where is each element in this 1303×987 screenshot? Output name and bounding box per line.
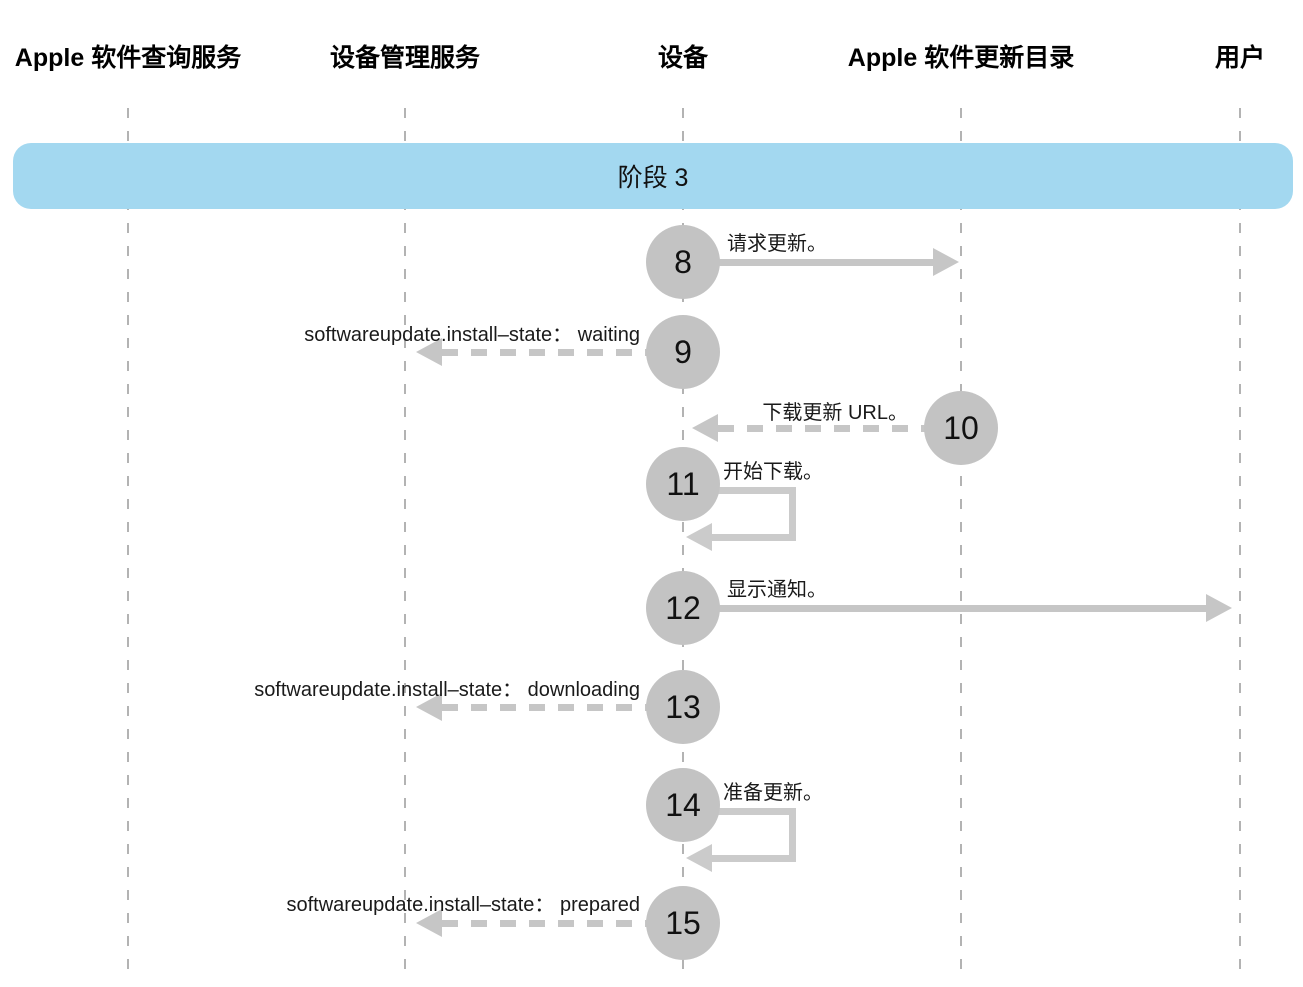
- step-11-circle: 11: [646, 447, 720, 521]
- step-9-circle: 9: [646, 315, 720, 389]
- step-8-message-label: 请求更新。: [727, 233, 827, 255]
- step-9-arrow: [442, 349, 647, 356]
- step-13-arrow: [442, 704, 647, 711]
- step-10-arrow: [718, 425, 925, 432]
- step-9-arrowhead-icon: [416, 338, 442, 366]
- step-12-arrow: [713, 605, 1207, 612]
- lane-header-user: 用户: [1214, 44, 1266, 72]
- lifeline-user: [1239, 108, 1241, 972]
- step-12-circle: 12: [646, 571, 720, 645]
- phase-banner-label: 阶段 3: [617, 164, 689, 192]
- step-13-arrowhead-icon: [416, 693, 442, 721]
- step-15-circle: 15: [646, 886, 720, 960]
- step-12-arrowhead-icon: [1206, 594, 1232, 622]
- step-11-message-label: 开始下载。: [723, 461, 823, 483]
- step-10-message-label: 下载更新 URL。: [762, 402, 908, 424]
- lifeline-apple-software-update-catalog: [960, 108, 962, 972]
- lifeline-device-management-service: [404, 108, 406, 972]
- step-15-arrowhead-icon: [416, 909, 442, 937]
- step-8-circle: 8: [646, 225, 720, 299]
- step-10-circle: 10: [924, 391, 998, 465]
- step-14-circle: 14: [646, 768, 720, 842]
- step-11-arrowhead-icon: [686, 523, 712, 551]
- step-9-message-label: softwareupdate.install–state： waiting: [304, 324, 640, 346]
- step-8-arrowhead-icon: [933, 248, 959, 276]
- lane-header-device: 设备: [657, 44, 709, 72]
- step-8-arrow: [713, 259, 934, 266]
- step-14-self-loop: [697, 808, 796, 862]
- phase-banner: 阶段 3: [13, 143, 1293, 209]
- step-15-message-label: softwareupdate.install–state： prepared: [286, 894, 640, 916]
- lane-header-apple-software-update-catalog: Apple 软件更新目录: [847, 44, 1075, 72]
- step-15-arrow: [442, 920, 647, 927]
- lifeline-apple-software-lookup-service: [127, 108, 129, 972]
- step-10-arrowhead-icon: [692, 414, 718, 442]
- lane-header-apple-software-lookup-service: Apple 软件查询服务: [14, 44, 242, 72]
- step-13-circle: 13: [646, 670, 720, 744]
- step-12-message-label: 显示通知。: [727, 579, 827, 601]
- step-11-self-loop: [697, 487, 796, 541]
- step-13-message-label: softwareupdate.install–state： downloadin…: [254, 679, 640, 701]
- step-14-message-label: 准备更新。: [723, 782, 823, 804]
- step-14-arrowhead-icon: [686, 844, 712, 872]
- lane-header-device-management-service: 设备管理服务: [329, 44, 481, 72]
- lifeline-device: [682, 108, 684, 972]
